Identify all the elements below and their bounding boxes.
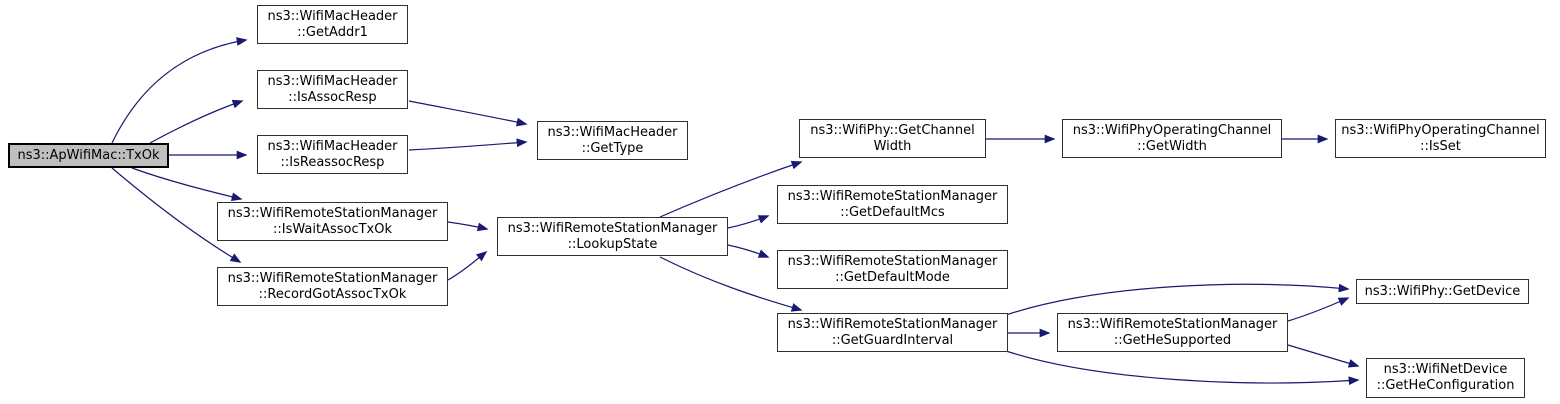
node-wifimacheader-isreassocresp[interactable]: ns3::WifiMacHeader ::IsReassocResp [257,135,408,174]
node-wifinetdevice-getheconfiguration[interactable]: ns3::WifiNetDevice ::GetHeConfiguration [1366,358,1525,398]
node-wifiphyoperatingchannel-getwidth[interactable]: ns3::WifiPhyOperatingChannel ::GetWidth [1062,119,1282,158]
node-wifimacheader-getaddr1[interactable]: ns3::WifiMacHeader ::GetAddr1 [257,5,408,44]
node-wifiremotestationmanager-getdefaultmode[interactable]: ns3::WifiRemoteStationManager ::GetDefau… [777,250,1008,289]
edge-txok-isassocresp [149,99,244,144]
edge-txok-recordgotassoctxok [111,167,242,263]
edge-getguardinterval-getdevice [1005,283,1350,316]
node-wifiremotestationmanager-iswaitassoctxok[interactable]: ns3::WifiRemoteStationManager ::IsWaitAs… [217,202,448,241]
node-wifiremotestationmanager-recordgotassoctxok[interactable]: ns3::WifiRemoteStationManager ::RecordGo… [217,267,448,306]
edge-txok-iswaitassoctxok [131,167,243,202]
edge-gethesupported-getheconfiguration [1287,344,1360,368]
node-wifiremotestationmanager-getguardinterval[interactable]: ns3::WifiRemoteStationManager ::GetGuard… [777,313,1008,352]
edge-lookupstate-getdefaultmcs [727,215,770,229]
edge-recordgotassoctxok-lookupstate [447,250,488,281]
edge-lookupstate-getchannelwidth [659,160,803,218]
edge-lookupstate-getguardinterval [659,256,803,312]
edge-lookupstate-getdefaultmode [727,244,770,258]
edge-iswaitassoctxok-lookupstate [447,221,489,232]
node-wifiremotestationmanager-getdefaultmcs[interactable]: ns3::WifiRemoteStationManager ::GetDefau… [777,185,1008,224]
edge-gethesupported-getdevice [1287,297,1350,322]
node-wifimacheader-gettype[interactable]: ns3::WifiMacHeader ::GetType [537,121,688,160]
edge-isreassocresp-gettype [408,138,528,151]
node-wifiremotestationmanager-lookupstate[interactable]: ns3::WifiRemoteStationManager ::LookupSt… [497,217,728,256]
node-wifiphy-getdevice[interactable]: ns3::WifiPhy::GetDevice [1356,279,1529,304]
edge-txok-getaddr1 [111,37,248,144]
node-wifiremotestationmanager-gethesupported[interactable]: ns3::WifiRemoteStationManager ::GetHeSup… [1057,313,1288,352]
node-wifimacheader-isassocresp[interactable]: ns3::WifiMacHeader ::IsAssocResp [257,70,408,109]
edge-getguardinterval-getheconfiguration [1005,350,1360,386]
edge-isassocresp-gettype [408,100,528,127]
node-wifiphyoperatingchannel-isset[interactable]: ns3::WifiPhyOperatingChannel ::IsSet [1335,119,1546,158]
node-wifiphy-getchannelwidth[interactable]: ns3::WifiPhy::GetChannel Width [799,119,986,158]
node-apwifimac-txok: ns3::ApWifiMac::TxOk [8,143,169,168]
